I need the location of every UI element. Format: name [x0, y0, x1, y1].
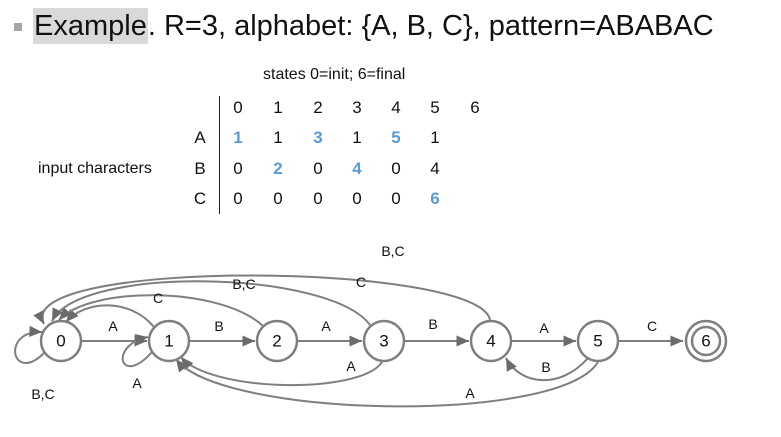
state-1-label: 1	[164, 332, 173, 351]
table-cell: 0	[313, 159, 323, 178]
edge-label-loop-1: A	[132, 375, 142, 391]
bullet-icon	[14, 23, 22, 31]
column-header: 4	[391, 98, 401, 117]
table-cell: 3	[313, 128, 323, 147]
edge-label-4-5: A	[539, 320, 549, 336]
table-cell: 0	[233, 189, 243, 208]
row-header: B	[194, 159, 206, 178]
edge-label-4-0: B,C	[381, 243, 404, 259]
state-5-label: 5	[593, 332, 602, 351]
edge-label-3-1: A	[346, 358, 356, 374]
edge-label-5-6: C	[647, 318, 657, 334]
column-header: 0	[233, 98, 243, 117]
edge-3-0	[51, 280, 371, 326]
state-2-label: 2	[272, 332, 281, 351]
state-0-label: 0	[56, 332, 65, 351]
table-cell: 1	[273, 128, 283, 147]
edge-label-loop-0: B,C	[31, 386, 54, 402]
edge-5-1	[175, 358, 599, 408]
column-header: 6	[470, 98, 480, 117]
column-header: 1	[273, 98, 283, 117]
table-divider	[219, 96, 220, 214]
table-cell: 1	[352, 128, 362, 147]
edge-5-4	[505, 357, 589, 382]
state-6-inner-ring	[690, 325, 722, 357]
table-cell: 1	[233, 128, 243, 147]
row-header: C	[193, 189, 207, 208]
edge-label-0-1: A	[108, 318, 118, 334]
title-highlighted-word: Example	[33, 8, 148, 44]
table-cell: 0	[391, 159, 401, 178]
row-header: A	[194, 128, 206, 147]
table-cell: 1	[430, 128, 440, 147]
edge-1-0	[65, 304, 155, 328]
table-cell: 0	[391, 189, 401, 208]
edge-label-3-4: B	[428, 316, 437, 332]
edge-label-5-4: B	[541, 359, 550, 375]
states-caption: states 0=init; 6=final	[263, 66, 406, 83]
table-cell: 2	[273, 159, 283, 178]
state-3-node	[362, 319, 406, 363]
state-0-node	[39, 319, 83, 363]
loop-0	[14, 325, 46, 364]
table-cell: 0	[352, 189, 362, 208]
state-4-node	[469, 319, 513, 363]
table-cell: 0	[233, 159, 243, 178]
title-text: . R=3, alphabet: {A, B, C}, pattern=ABAB…	[147, 10, 714, 42]
table-cell: 6	[430, 189, 440, 208]
edge-label-2-3: A	[321, 318, 331, 334]
edge-label-5-1: A	[465, 385, 475, 401]
edge-2-0	[58, 294, 264, 327]
edge-label-1-0: C	[153, 290, 163, 306]
state-6-label: 6	[701, 332, 710, 351]
edge-label-3-0: C	[356, 274, 366, 290]
edge-3-1	[180, 356, 383, 386]
column-header: 5	[430, 98, 440, 117]
loop-1	[121, 333, 153, 367]
table-cell: 0	[313, 189, 323, 208]
table-cell: 0	[273, 189, 283, 208]
edge-label-2-0: B,C	[232, 276, 255, 292]
state-1-node	[147, 319, 191, 363]
table-cell: 4	[352, 159, 362, 178]
column-header: 2	[313, 98, 323, 117]
table-cell: 4	[430, 159, 440, 178]
table-cell: 5	[391, 128, 401, 147]
input-characters-caption: input characters	[38, 160, 152, 177]
edge-label-1-2: B	[214, 318, 223, 334]
column-header: 3	[352, 98, 362, 117]
state-2-node	[255, 319, 299, 363]
state-3-label: 3	[379, 332, 388, 351]
edge-4-0	[33, 274, 491, 325]
slide-title: Example . R=3, alphabet: {A, B, C}, patt…	[14, 8, 714, 44]
state-4-label: 4	[486, 332, 495, 351]
state-5-node	[576, 319, 620, 363]
